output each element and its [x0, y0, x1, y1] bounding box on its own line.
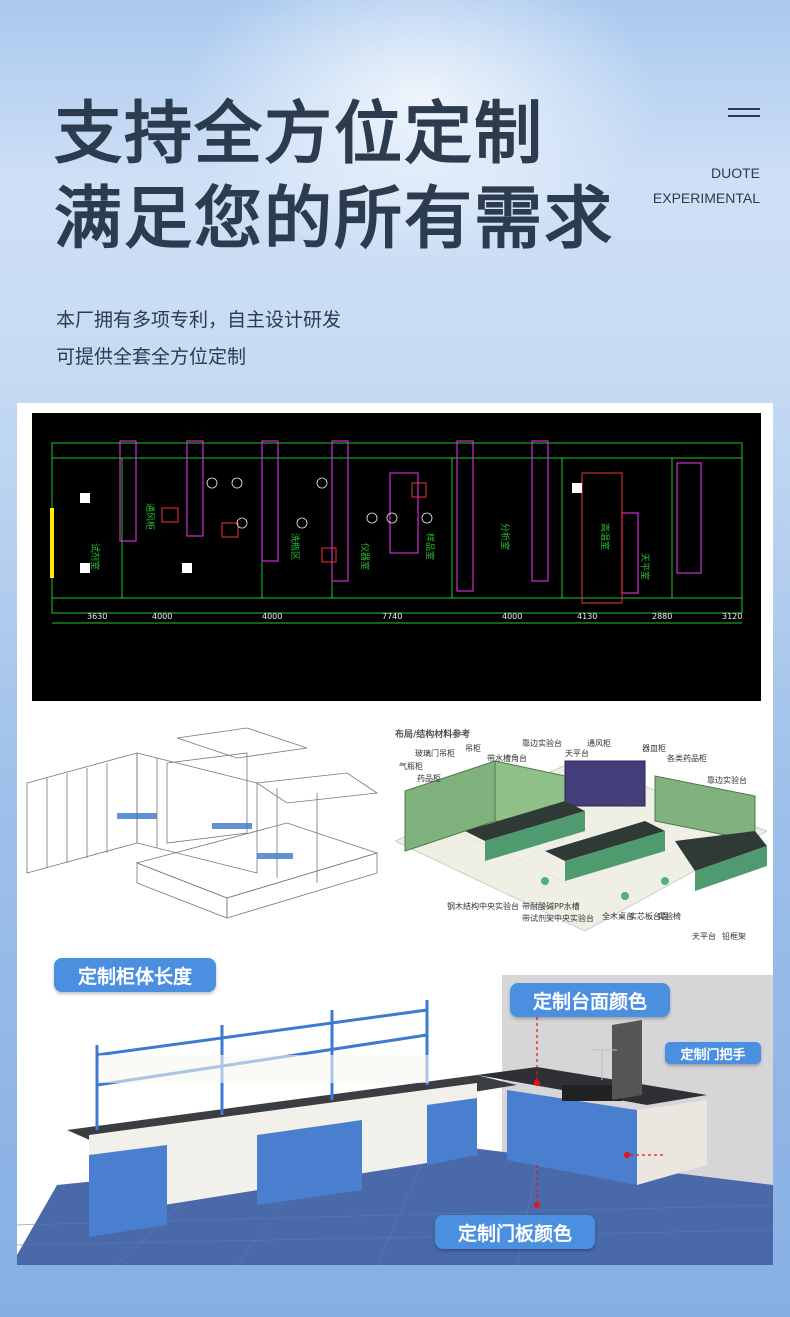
- iso-reference-title: 布局/结构材料参考: [395, 730, 471, 740]
- main-title-line2: 满足您的所有需求: [54, 180, 615, 259]
- callout-countertop: 定制台面颜色: [510, 983, 670, 1017]
- hero-section: 支持全方位定制 满足您的所有需求 DUOTE EXPERIMENTAL 本厂拥有…: [0, 0, 790, 400]
- iso-reference-label: 吊柜: [465, 744, 481, 753]
- cad-floor-plan: 3630 4000 4000 7740 4000 4130 2880 3120 试剂室 天平室 通…: [32, 413, 761, 701]
- iso-reference-label: 实芯板台面: [629, 912, 669, 921]
- iso-reference-label: 器皿柜: [642, 744, 666, 753]
- iso-reference-label: 钢木结构中央实验台: [447, 902, 519, 911]
- brand-line2: EXPERIMENTAL: [652, 190, 760, 206]
- cad-dimension-label: 4000: [262, 612, 282, 621]
- iso-reference-label: 带试剂架中央实验台: [522, 914, 594, 923]
- iso-reference-label: 玻璃门吊柜: [415, 749, 455, 758]
- iso-reference-label: 气瓶柜: [399, 762, 423, 771]
- subtitle-line1: 本厂拥有多项专利，自主设计研发: [56, 309, 342, 331]
- cad-dimension-label: 4130: [577, 612, 597, 621]
- callout-handle: 定制门把手: [665, 1042, 761, 1064]
- iso-reference-label: 天平台: [692, 932, 716, 941]
- cad-dimension-label: 3120: [722, 612, 742, 621]
- iso-reference-label: 铅框架: [722, 932, 746, 941]
- cad-room-label: 通风柜: [144, 503, 156, 530]
- hamburger-menu-icon[interactable]: [728, 108, 760, 126]
- isometric-color-rendering: [395, 760, 767, 932]
- cad-dimension-label: 7740: [382, 612, 402, 621]
- brand-line1: DUOTE: [711, 165, 760, 181]
- iso-reference-label: 靠边实验台: [707, 776, 747, 785]
- main-title-line1: 支持全方位定制: [54, 95, 545, 174]
- cad-room-label: 仪器室: [359, 543, 371, 570]
- iso-reference-label: 天平台: [565, 749, 589, 758]
- iso-reference-label: 全木桌台: [602, 912, 634, 921]
- iso-reference-label: 带水槽角台: [487, 754, 527, 763]
- hero-glow: [180, 0, 660, 260]
- cad-room-label: 天平室: [639, 553, 651, 580]
- cad-dimension-label: 2880: [652, 612, 672, 621]
- cad-dimension-label: 3630: [87, 612, 107, 621]
- iso-reference-label: 靠边实验台: [522, 739, 562, 748]
- cad-room-label: 样品室: [424, 533, 436, 560]
- cad-room-label: 高温室: [599, 523, 611, 550]
- cad-dimension-label: 4000: [502, 612, 522, 621]
- cad-room-label: 试剂室: [89, 543, 101, 570]
- iso-reference-label: 带耐酸碱PP水槽: [522, 902, 580, 911]
- callout-door: 定制门板颜色: [435, 1215, 595, 1249]
- cad-room-label: 洗瓶区: [289, 533, 301, 560]
- callout-length: 定制柜体长度: [54, 958, 216, 992]
- cad-room-label: 分析室: [499, 523, 511, 550]
- iso-reference-label: 各类药品柜: [667, 754, 707, 763]
- footer-band: [0, 1265, 790, 1317]
- iso-reference-label: 实验椅: [657, 912, 681, 921]
- iso-reference-label: 通风柜: [587, 739, 611, 748]
- isometric-line-drawing: [26, 727, 379, 919]
- subtitle-line2: 可提供全套全方位定制: [56, 346, 247, 368]
- cad-dimension-label: 4000: [152, 612, 172, 621]
- iso-reference-label: 药品柜: [417, 774, 441, 783]
